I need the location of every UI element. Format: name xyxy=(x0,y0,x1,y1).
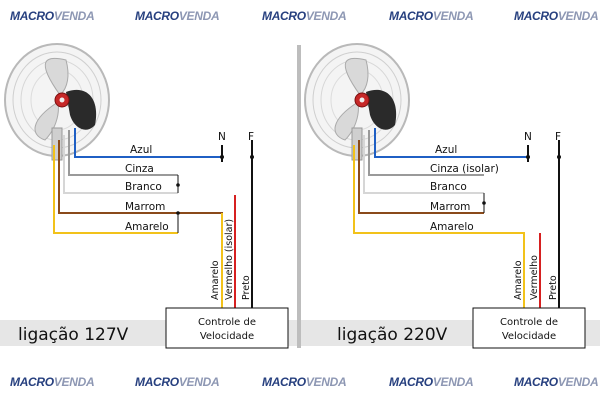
controller-line2: Velocidade xyxy=(502,331,556,342)
wire-amarelo xyxy=(353,145,525,310)
controller-line2: Velocidade xyxy=(200,331,254,342)
brand-watermark: MACROVENDA xyxy=(389,9,473,23)
wire-azul xyxy=(374,128,528,158)
vlabel-preto: Preto xyxy=(548,275,559,300)
panel-divider xyxy=(297,45,301,348)
vlabel-vermelho: Vermelho (isolar) xyxy=(224,219,235,300)
wire-label-cinza: Cinza xyxy=(125,163,154,175)
brand-watermarks-bottom: MACROVENDA MACROVENDA MACROVENDA MACROVE… xyxy=(10,375,599,389)
brand-watermark: MACROVENDA xyxy=(389,375,473,389)
terminal-f-dot xyxy=(250,155,254,159)
wire-label-amarelo: Amarelo xyxy=(125,221,169,233)
terminal-n-dot xyxy=(526,155,530,159)
terminal-f-dot xyxy=(557,155,561,159)
wire-label-marrom: Marrom xyxy=(430,201,470,213)
terminal-n-dot xyxy=(220,155,224,159)
wire-label-branco: Branco xyxy=(430,181,467,193)
wire-branco xyxy=(363,135,484,194)
brand-watermark: MACROVENDA xyxy=(514,375,598,389)
wire-label-azul: Azul xyxy=(130,144,152,156)
wire-azul xyxy=(74,128,222,158)
brand-watermarks-top: MACROVENDA MACROVENDA MACROVENDA MACROVE… xyxy=(10,9,599,23)
wire-marrom xyxy=(358,140,484,214)
junction-dot xyxy=(176,211,180,215)
brand-watermark: MACROVENDA xyxy=(262,9,346,23)
wire-label-cinza: Cinza (isolar) xyxy=(430,163,499,175)
wire-label-azul: Azul xyxy=(435,144,457,156)
junction-dot xyxy=(482,201,486,205)
wire-cinza xyxy=(68,130,178,176)
wire-branco xyxy=(63,135,178,194)
wire-label-marrom: Marrom xyxy=(125,201,165,213)
brand-watermark: MACROVENDA xyxy=(135,375,219,389)
brand-watermark: MACROVENDA xyxy=(10,9,94,23)
wire-cinza xyxy=(368,130,484,176)
terminal-n-label: N xyxy=(524,131,532,143)
speed-controller-box xyxy=(472,307,586,349)
vlabel-amarelo: Amarelo xyxy=(513,260,524,300)
wire-amarelo xyxy=(53,145,178,234)
brand-watermark: MACROVENDA xyxy=(262,375,346,389)
terminal-n-label: N xyxy=(218,131,226,143)
panel-127v: N F Azul Cinza Branco Marrom Amarelo Ama… xyxy=(4,43,289,349)
vlabel-preto: Preto xyxy=(241,275,252,300)
brand-watermark: MACROVENDA xyxy=(514,9,598,23)
fan-illustration xyxy=(4,43,110,161)
panel-title: ligação 127V xyxy=(18,325,129,345)
speed-controller-box xyxy=(165,307,289,349)
brand-watermark: MACROVENDA xyxy=(10,375,94,389)
terminal-f-label: F xyxy=(555,131,561,143)
controller-line1: Controle de xyxy=(198,317,256,328)
brand-watermark: MACROVENDA xyxy=(135,9,219,23)
controller-line1: Controle de xyxy=(500,317,558,328)
junction-dot xyxy=(176,183,180,187)
wire-label-amarelo: Amarelo xyxy=(430,221,474,233)
panel-title: ligação 220V xyxy=(337,325,448,345)
terminal-f-label: F xyxy=(248,131,254,143)
vlabel-vermelho: Vermelho xyxy=(529,255,540,300)
fan-illustration xyxy=(304,43,410,161)
panel-220v: N F Azul Cinza (isolar) Branco Marrom Am… xyxy=(304,43,586,349)
wire-label-branco: Branco xyxy=(125,181,162,193)
vlabel-amarelo: Amarelo xyxy=(210,260,221,300)
